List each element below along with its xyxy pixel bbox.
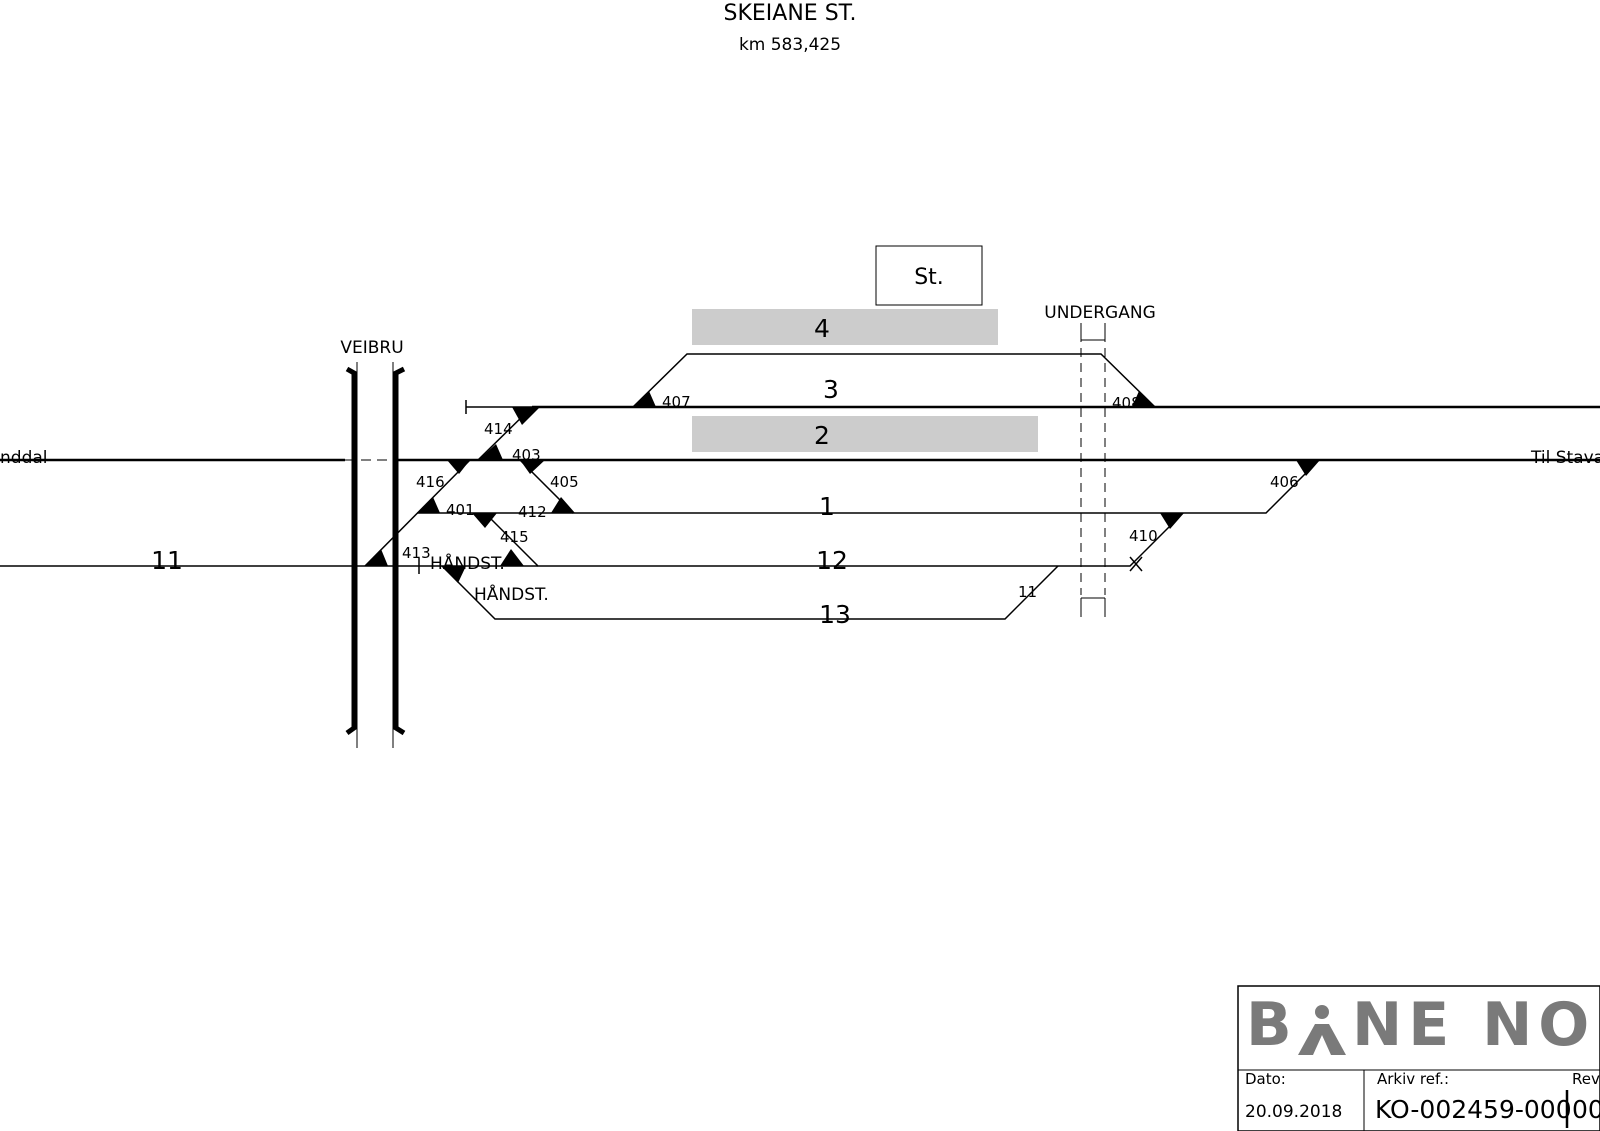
km-label: km 583,425 [739,35,841,55]
station-building-label: St. [914,265,944,290]
switch-401-label: 401 [446,501,475,519]
switch-415-marker [472,513,497,528]
switch-412-label: 412 [518,503,547,521]
derail-410-b [1129,556,1143,572]
switch-408-label: 408 [1112,394,1141,412]
track-13 [441,565,1059,620]
track-1 [519,459,1320,514]
title-block-frame [1237,985,1600,1131]
switch-414-label: 414 [484,420,513,438]
bane-nor-logo: B NE NOR [1246,990,1600,1060]
switch-410-label: 410 [1129,527,1158,545]
switch-403-marker [478,444,503,460]
switch-412-marker [551,497,575,513]
handst-label-2: HÅNDST. [474,583,549,605]
date-value: 20.09.2018 [1245,1102,1342,1122]
switch-413-marker [365,549,388,566]
track-12-label: 12 [816,546,848,575]
track-3-loop [632,353,1156,408]
logo-letter-b: B [1246,990,1298,1060]
switch-414-marker [512,407,540,425]
track-11-label: 11 [151,546,183,575]
title-block: B NE NOR Dato: 20.09.2018 Arkiv ref.: KO… [1237,985,1600,1131]
date-label: Dato: [1245,1070,1286,1088]
logo-a-shape [1298,1024,1346,1055]
switch-handst-2-marker [442,566,466,583]
direction-right-label: Til Stava [1530,448,1600,468]
switch-406-marker [1296,460,1320,476]
switch-406-label: 406 [1270,473,1299,491]
handst-label-1: HÅNDST. [430,552,505,574]
rev-label: Rev.: [1572,1070,1600,1088]
logo-letters-ne-nor: NE NOR [1352,990,1600,1060]
switch-407-label: 407 [662,393,691,411]
logo-dot [1315,1005,1329,1019]
page-title: SKEIANE ST. [724,1,857,26]
platform-2-label: 2 [814,421,830,450]
platform-4-label: 4 [814,314,830,343]
switch-401-marker [417,497,440,513]
switch-415-label: 415 [500,528,529,546]
platform-2 [692,416,1038,452]
switch-408-marker [1132,391,1155,407]
underpass-label: UNDERGANG [1044,303,1156,323]
rev-value: 00 [1572,1095,1600,1124]
direction-left-label: nddal [0,448,48,468]
switch-405-label: 405 [550,473,579,491]
bridge-label: VEIBRU [340,338,403,358]
track-12 [484,512,1184,567]
switch-410-marker [1160,513,1184,529]
switch-403-label: 403 [512,446,541,464]
switch-416-marker [447,460,470,474]
station-building [875,245,983,306]
road-bridge-right [393,366,406,736]
track-1-label: 1 [819,492,835,521]
platform-4 [692,309,998,345]
track-3-label: 3 [823,375,839,404]
switch-407-marker [633,391,656,407]
archive-value: KO-002459-000 [1375,1095,1572,1124]
road-bridge-left [345,366,357,736]
archive-label: Arkiv ref.: [1377,1070,1449,1088]
switch-11-label: 11 [1018,583,1037,601]
switch-handst-1-marker [500,549,524,566]
switch-416-label: 416 [416,473,445,491]
switch-405-marker [520,460,545,474]
switch-413-label: 413 [402,544,431,562]
track-13-label: 13 [819,600,851,629]
